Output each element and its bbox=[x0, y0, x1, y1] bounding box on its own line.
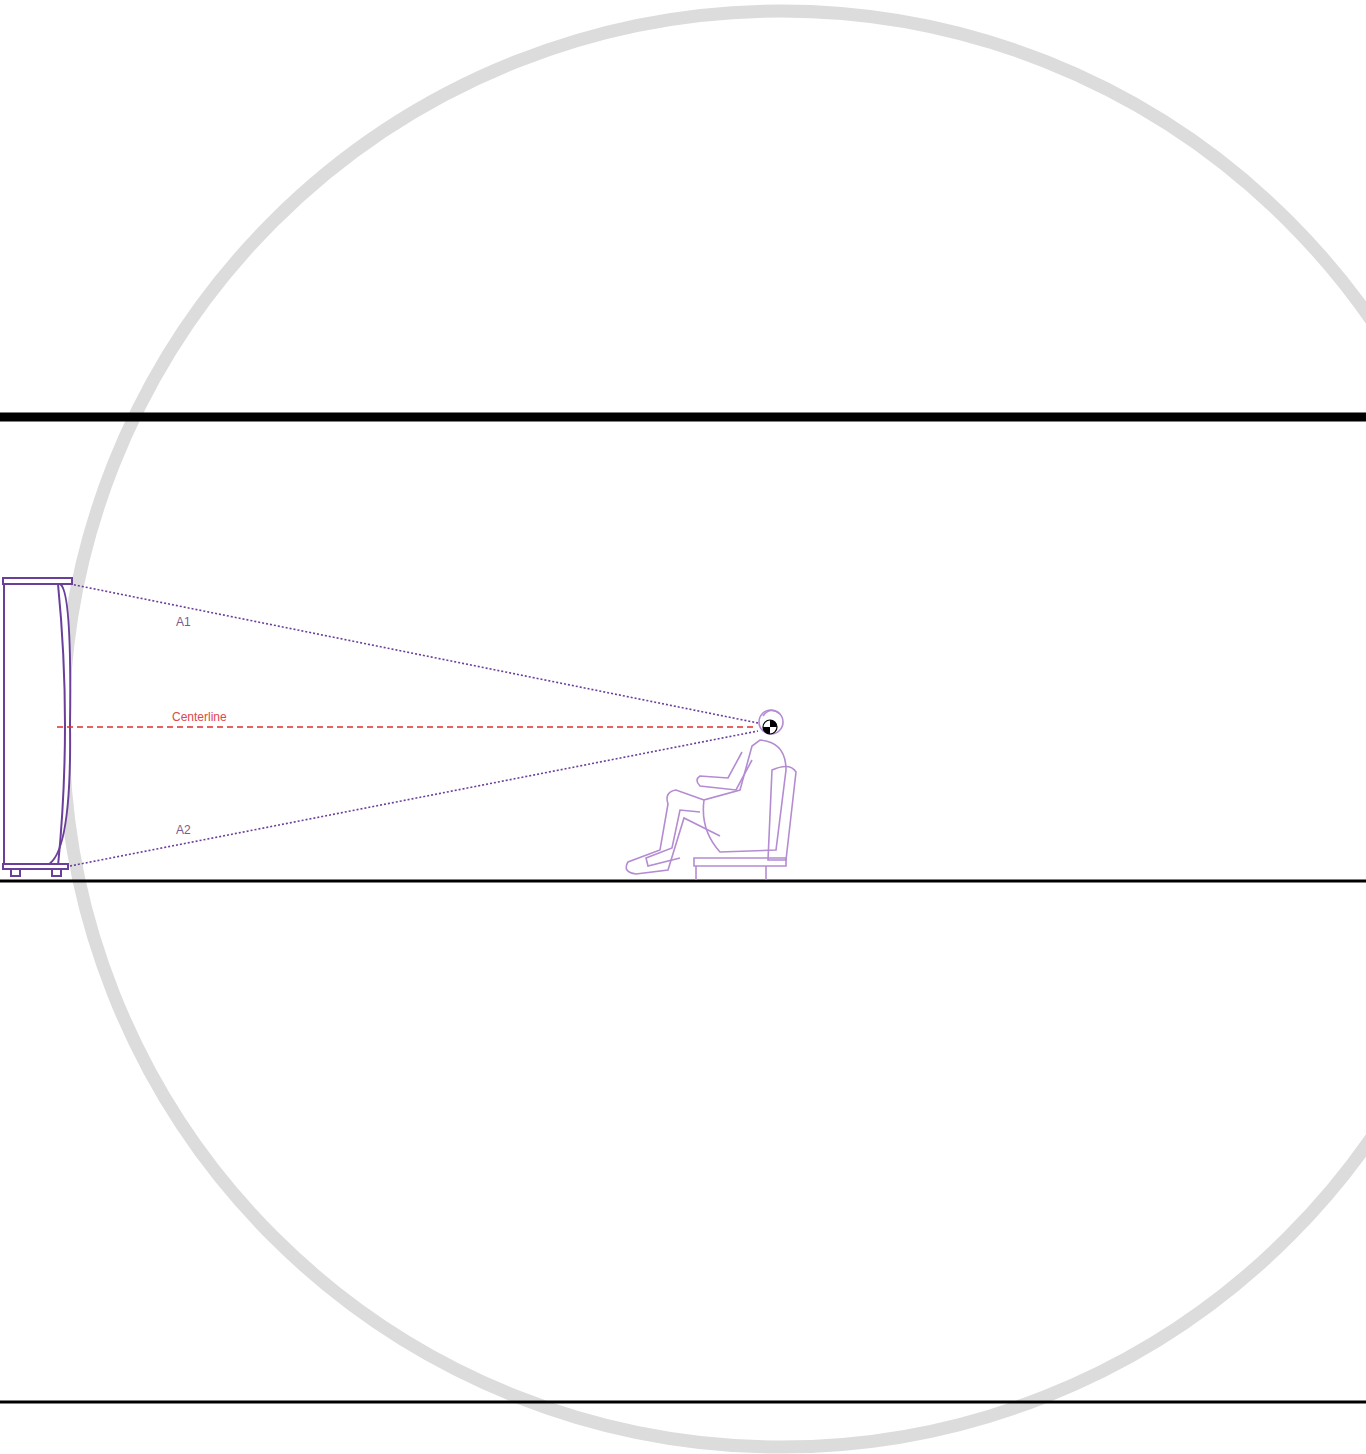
line-label: A2 bbox=[174, 823, 193, 837]
ear-marker bbox=[763, 720, 777, 734]
sight-line bbox=[70, 584, 758, 723]
line-label: A1 bbox=[174, 615, 193, 629]
sight-line bbox=[70, 731, 758, 866]
centerline-label: Centerline bbox=[170, 710, 229, 724]
ceiling-line bbox=[0, 413, 1366, 422]
centerline bbox=[57, 726, 757, 728]
listener-figure bbox=[626, 710, 796, 880]
mirror-floor-line bbox=[0, 1401, 1366, 1404]
floor-line bbox=[0, 880, 1366, 883]
dispersion-circle bbox=[63, 11, 1366, 1447]
